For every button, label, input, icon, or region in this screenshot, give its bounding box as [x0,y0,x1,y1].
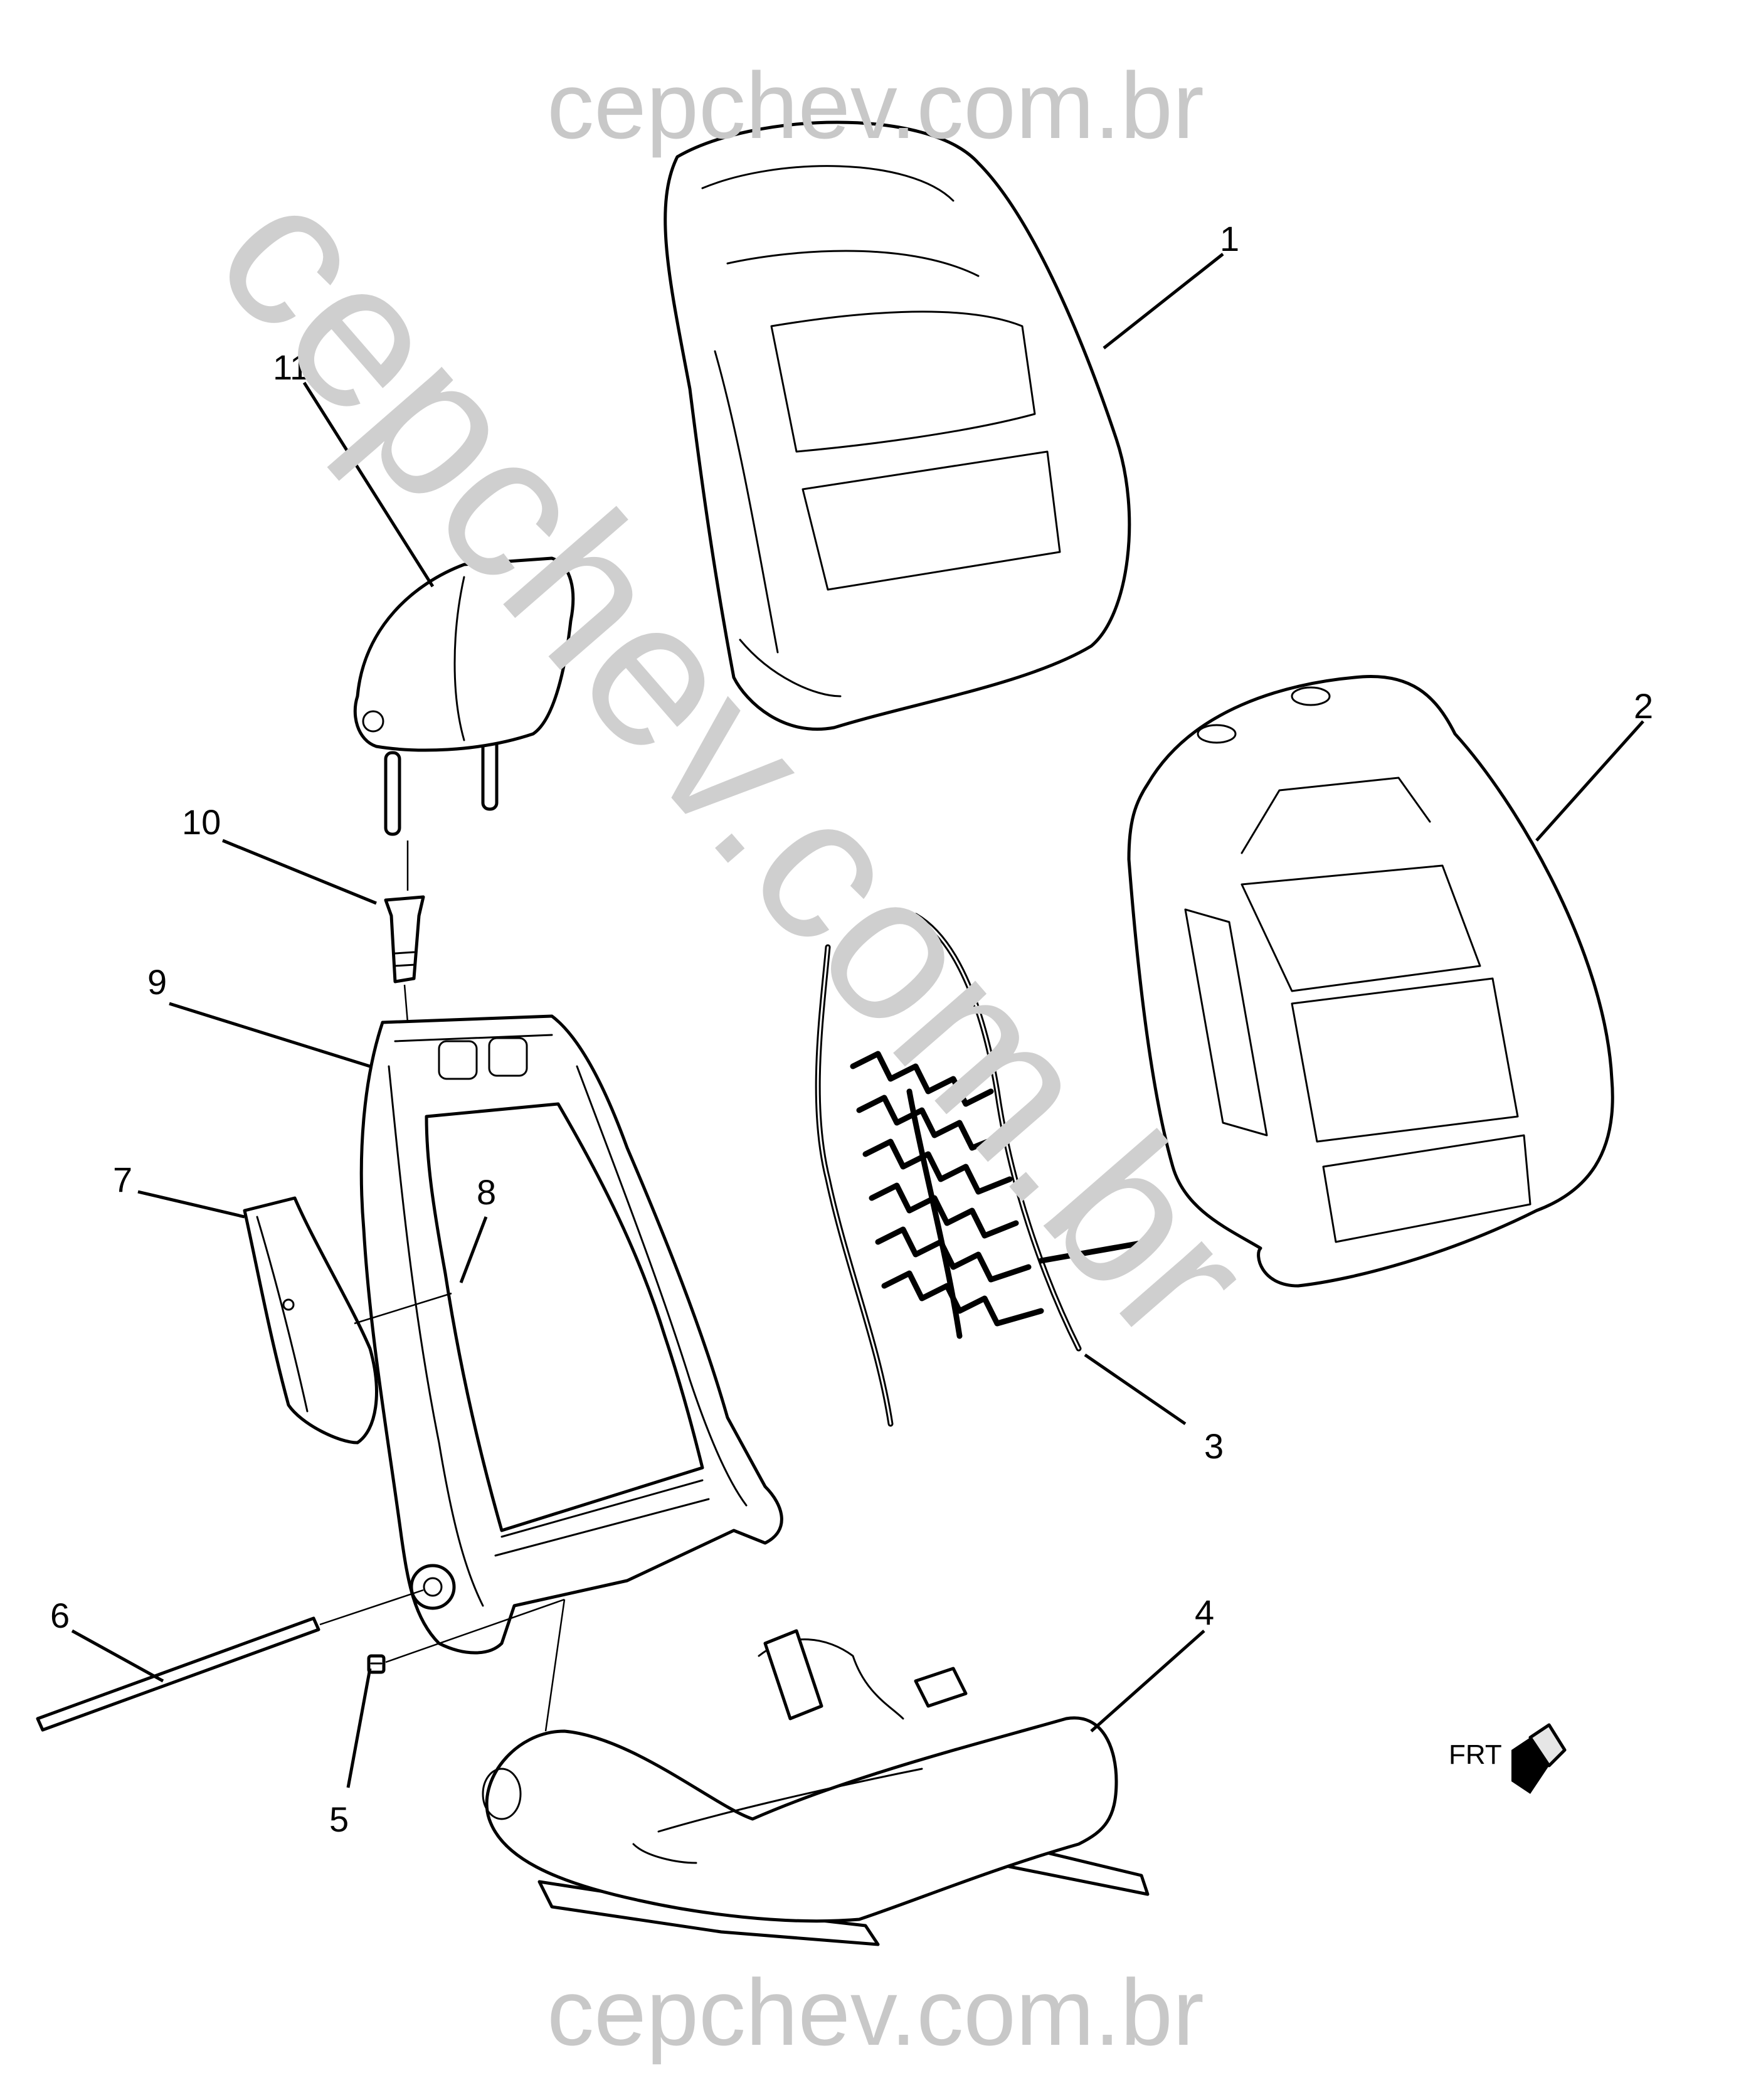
callout-5: 5 [329,1800,349,1839]
headrest [353,556,575,836]
callout-6: 6 [50,1596,70,1635]
callout-8: 8 [477,1172,496,1212]
callout-3: 3 [1204,1426,1224,1466]
callout-4: 4 [1195,1593,1214,1632]
callout-2: 2 [1634,686,1653,726]
callout-7: 7 [113,1160,132,1199]
bolt [367,1654,386,1674]
watermark-bottom: cepchev.com.br [547,1959,1204,2065]
seatback-pad [1127,675,1614,1288]
front-indicator-label: FRT [1449,1739,1502,1770]
callout-11: 11 [273,347,309,387]
side-trim-panel [243,1196,378,1445]
callout-1: 1 [1220,219,1239,258]
recliner-rod [36,1616,320,1732]
callout-numbers: 1 2 3 4 5 6 7 8 9 10 11 [50,219,1653,1839]
callout-9: 9 [147,962,167,1002]
front-arrow-icon: FRT [1449,1723,1567,1794]
seat-cushion-assembly [482,1629,1150,1946]
watermark-top: cepchev.com.br [547,53,1204,158]
seatback-suspension-mat [815,913,1151,1427]
headrest-guide [384,895,425,984]
seatback-cover [664,120,1131,731]
callout-10: 10 [182,802,221,842]
leader-lines [71,253,1644,1788]
seatback-frame [359,1014,783,1655]
